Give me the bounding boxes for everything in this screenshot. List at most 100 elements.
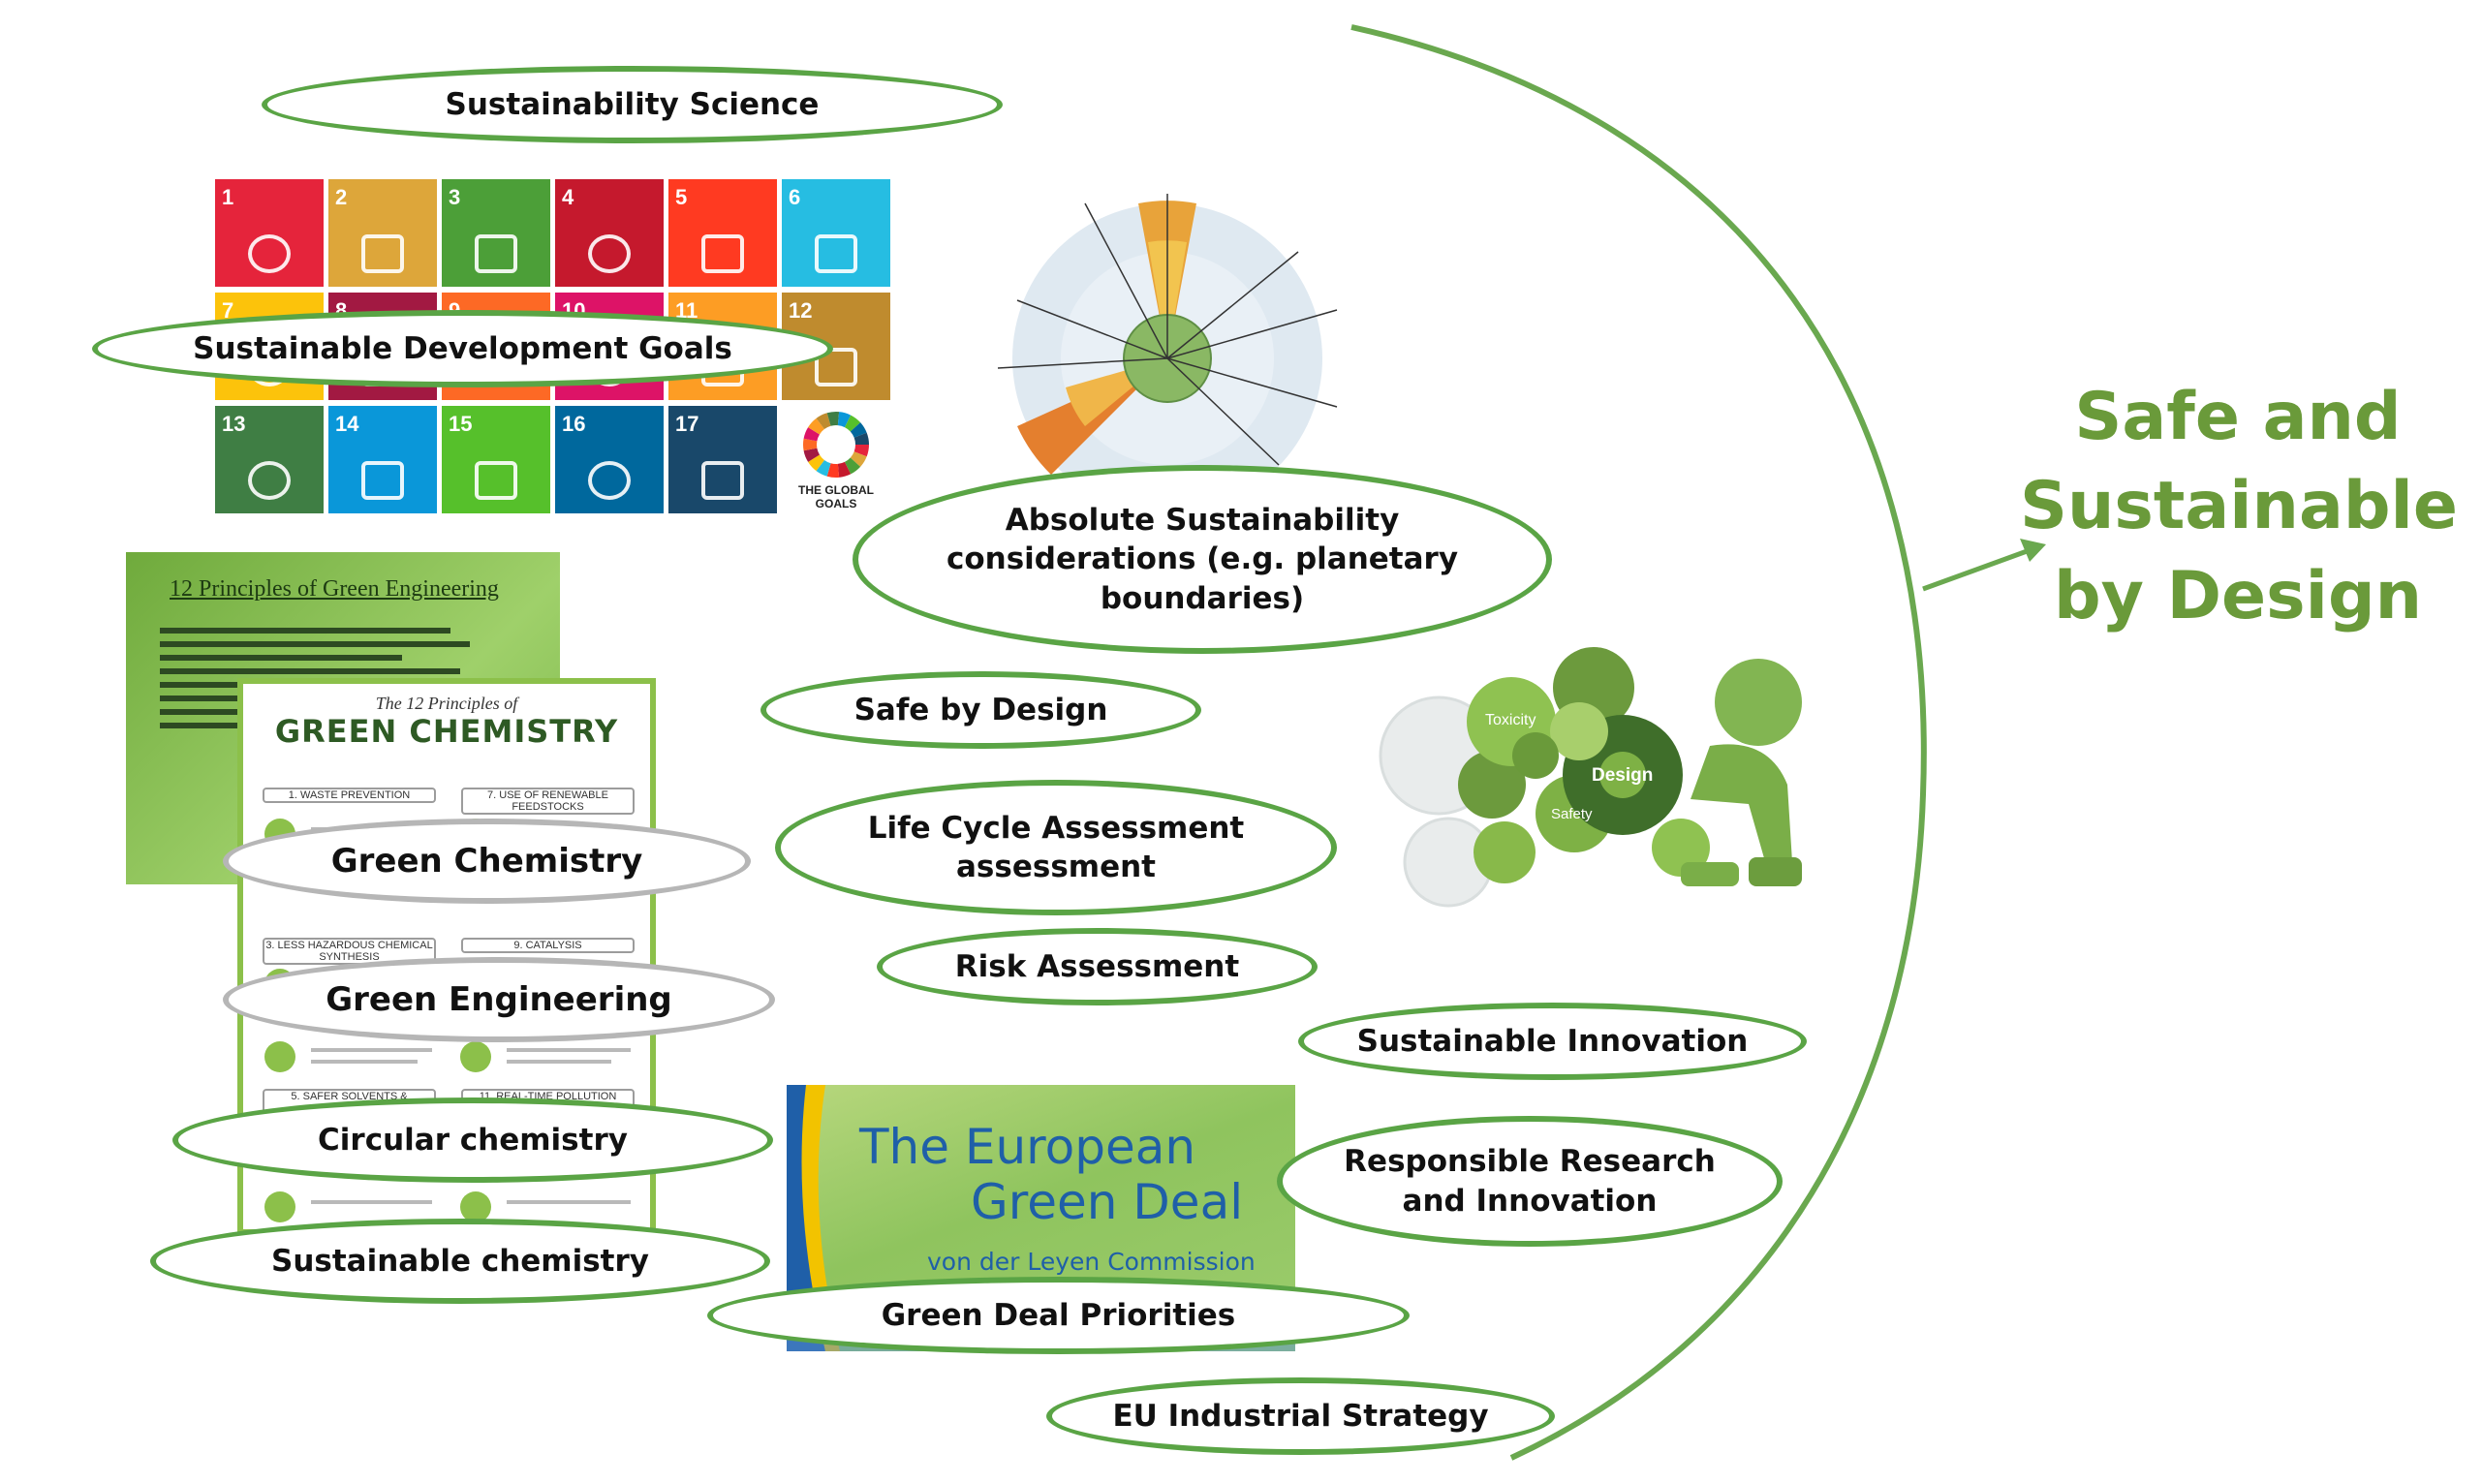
sdg-tile-number: 16 (562, 412, 586, 436)
oval-text: Safe by Design (853, 692, 1108, 727)
goals-wheel-segment (853, 432, 869, 445)
goals-wheel-segment (850, 451, 867, 467)
sdg-tile: 4 (555, 179, 664, 287)
oval-sustainable-chemistry: Sustainable chemistry (150, 1219, 770, 1304)
oval-text: Sustainable Development Goals (193, 330, 732, 366)
green-deal-title-line-2: Green Deal (971, 1174, 1244, 1230)
goals-wheel-segment (826, 412, 840, 426)
sdg-tile: 6 (782, 179, 890, 287)
oval-text: Sustainability Science (445, 86, 820, 122)
title-line-3: by Design (2053, 557, 2423, 634)
goals-wheel-segment (816, 413, 831, 430)
gear-label-design: Design (1592, 765, 1654, 786)
gears-image: Toxicity Design Safety (1361, 639, 1836, 930)
poster-overline: The 12 Principles of (375, 694, 518, 713)
heartbeat-icon (475, 234, 517, 273)
sdg-tile-number: 5 (675, 185, 688, 209)
rings-icon (701, 461, 744, 500)
oval-green-chemistry: Green Chemistry (223, 819, 751, 904)
global-goals-logo: THE GLOBAL GOALS (782, 406, 890, 513)
tree-icon (475, 461, 517, 500)
goals-wheel-segment (837, 412, 852, 428)
sdg-tile-number: 13 (222, 412, 246, 436)
fish-icon (361, 461, 404, 500)
oval-text: Circular chemistry (318, 1122, 628, 1158)
goals-wheel-segment (844, 457, 861, 475)
sdg-tile: 3 (442, 179, 550, 287)
gear-label-toxicity: Toxicity (1485, 712, 1536, 728)
book-icon (588, 234, 631, 273)
dove-icon (588, 461, 631, 500)
oval-sustainable-innovation: Sustainable Innovation (1298, 1003, 1807, 1080)
oval-text-line-2: assessment (956, 850, 1156, 884)
goals-wheel-segment (808, 454, 824, 472)
oval-text: Green Deal Priorities (881, 1297, 1236, 1333)
goals-wheel-segment (808, 417, 824, 435)
goals-wheel-segment (803, 448, 820, 462)
goals-wheel-segment (850, 422, 867, 438)
oval-green-engineering: Green Engineering (223, 957, 775, 1042)
global-goals-text: THE GLOBAL GOALS (798, 483, 874, 510)
gears-illustration (1379, 647, 1802, 908)
oval-text-line-1: Responsible Research (1344, 1144, 1716, 1180)
oval-responsible-research-innovation: Responsible Research and Innovation (1277, 1116, 1783, 1247)
sdg-tile: 12 (782, 293, 890, 400)
infinity-icon (815, 348, 857, 386)
oval-text: Green Engineering (326, 979, 672, 1019)
sdg-tile: 15 (442, 406, 550, 513)
sdg-tile: 14 (328, 406, 437, 513)
arrow-line (1922, 547, 2031, 592)
goals-wheel-segment (826, 463, 840, 478)
sdg-tile: 17 (668, 406, 777, 513)
eye-globe-icon (248, 461, 291, 500)
bowl-icon (361, 234, 404, 273)
sdg-tile-number: 7 (222, 298, 234, 323)
oval-text: EU Industrial Strategy (1112, 1398, 1489, 1434)
oval-safe-by-design: Safe by Design (760, 671, 1201, 749)
title-line-2: Sustainable (2020, 468, 2458, 545)
goals-wheel-segment (837, 461, 852, 478)
oval-text-line-1: Life Cycle Assessment (867, 810, 1245, 846)
sdg-tile-number: 2 (335, 185, 348, 209)
title-line-1: Safe and (2074, 379, 2402, 455)
sdg-tile: 2 (328, 179, 437, 287)
gender-icon (701, 234, 744, 273)
oval-green-deal-priorities: Green Deal Priorities (707, 1277, 1410, 1354)
poster-section-2: 7. USE OF RENEWABLE FEEDSTOCKS (461, 788, 635, 815)
oval-eu-industrial-strategy: EU Industrial Strategy (1046, 1377, 1555, 1455)
oval-text-line-2: considerations (e.g. planetary (946, 541, 1459, 577)
green-deal-subtitle: von der Leyen Commission (927, 1248, 1256, 1276)
sdg-tile: 13 (215, 406, 324, 513)
goals-wheel-segment (816, 459, 831, 477)
oval-absolute-sustainability: Absolute Sustainability considerations (… (853, 465, 1552, 654)
gear-label-safety: Safety (1551, 806, 1593, 822)
main-title: Safe and Sustainable by Design (2020, 373, 2458, 641)
poster-heading: GREEN CHEMISTRY (274, 713, 619, 750)
goals-wheel-segment (803, 427, 820, 442)
poster-section-1: 1. WASTE PREVENTION (263, 788, 436, 803)
green-deal-title-line-1: The European (859, 1119, 1196, 1175)
oval-text-line-3: boundaries) (1100, 580, 1305, 616)
oval-text: Risk Assessment (954, 948, 1240, 984)
arrow-head (2020, 539, 2046, 562)
sdg-tile-number: 1 (222, 185, 234, 209)
people-icon (248, 234, 291, 273)
oval-risk-assessment: Risk Assessment (877, 928, 1318, 1005)
planetary-boundaries-image (978, 184, 1347, 475)
sdg-tile-number: 15 (449, 412, 473, 436)
oval-text: Sustainable Innovation (1356, 1023, 1749, 1059)
oval-text: Green Chemistry (330, 841, 643, 881)
sdg-tile-number: 4 (562, 185, 574, 209)
oval-text-line-1: Absolute Sustainability (1005, 503, 1400, 539)
oval-circular-chemistry: Circular chemistry (172, 1098, 773, 1183)
sdg-tile-number: 17 (675, 412, 699, 436)
planetary-boundaries-diagram (997, 194, 1338, 475)
sdg-tile-number: 3 (449, 185, 461, 209)
sdg-tile: 1 (215, 179, 324, 287)
poster-section-4: 9. CATALYSIS (461, 938, 635, 953)
sdg-tile: 5 (668, 179, 777, 287)
sdg-tile-number: 6 (789, 185, 801, 209)
goals-wheel-segment (844, 415, 861, 432)
oval-text: Sustainable chemistry (271, 1243, 649, 1279)
